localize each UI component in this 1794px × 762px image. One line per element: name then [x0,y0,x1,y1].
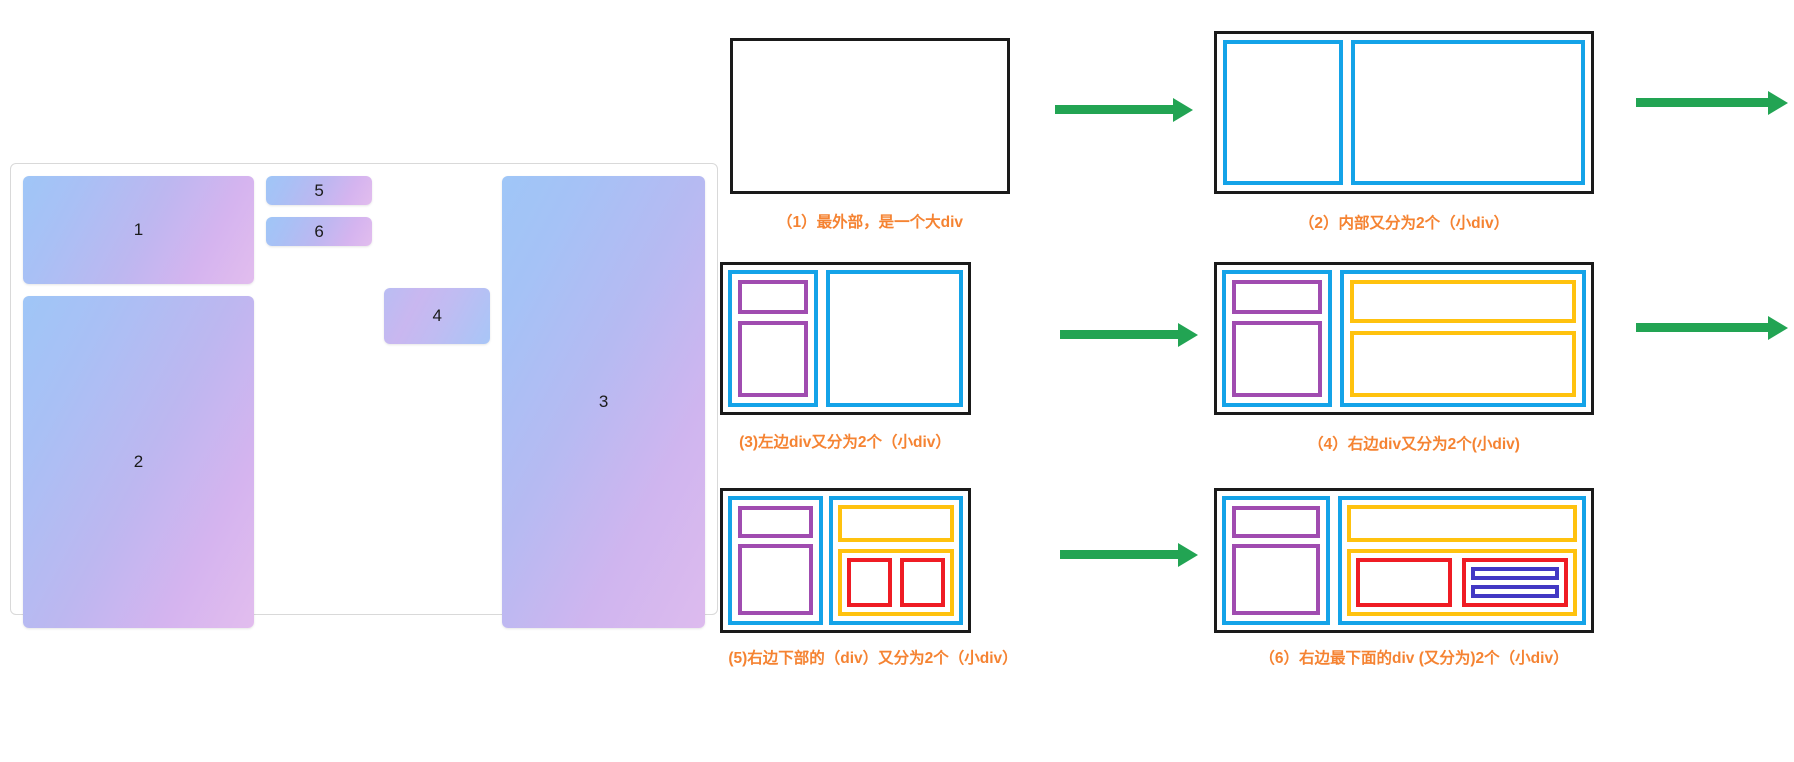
grid-cell-4-label: 4 [432,306,442,325]
grid-cell-2-label: 2 [133,452,144,471]
step-1-group: （1）最外部，是一个大div [730,38,1010,233]
step-3-caption: (3)左边div又分为2个（小div） [739,434,951,451]
grid-cell-6[interactable]: 6 [266,217,373,246]
step-4-left-child-bottom [1232,321,1322,397]
step-2-group: （2）内部又分为2个（小div） [1214,31,1594,232]
explanation-diagrams: （1）最外部，是一个大div （2）内部又分为2个（小div） [720,0,1794,762]
step-5-left-child-bottom [738,544,813,615]
grid-cell-5-label: 5 [314,180,324,200]
step-5-caption: (5)右边下部的（div）又分为2个（小div） [728,650,1018,667]
step-5-right-child-top [838,505,954,542]
grid-cell-3-label: 3 [598,392,609,411]
grid-right-stack: 5 6 [266,176,373,246]
step-3-right-div [826,270,963,407]
step-3-group: (3)左边div又分为2个（小div） [720,262,1240,472]
step-6-caption: （6）右边最下面的div (又分为)2个（小div） [1259,650,1569,667]
grid-cell-5[interactable]: 5 [266,176,373,205]
step-1-outer-div [730,38,1010,194]
step-6-bottom-child-right [1462,558,1568,607]
step-4-caption: （4）右边div又分为2个(小div) [1308,436,1520,453]
step-4-right-child-top [1350,280,1576,323]
step-3-outer-div [720,262,971,415]
step-5-left-div [728,496,823,625]
step-5-right-child-bottom [838,549,954,616]
step-6-left-div [1222,496,1330,625]
grid-layout-preview-panel: 1 2 3 4 5 6 [10,163,718,628]
step-4-outer-div [1214,262,1594,415]
step-6-group: （6）右边最下面的div (又分为)2个（小div） [1214,488,1614,688]
step-6-left-child-bottom [1232,544,1320,615]
grid-right-column: 3 4 5 6 [266,176,705,628]
step-5-bottom-child-right [900,558,945,607]
grid-cell-2[interactable]: 2 [23,296,254,628]
step-6-right-child-bottom [1347,549,1577,616]
step-4-left-child-top [1232,280,1322,314]
step-6-bottom-child-left [1356,558,1452,607]
grid-cell-4[interactable]: 4 [384,288,491,344]
step-1-caption: （1）最外部，是一个大div [776,214,964,231]
step-2-right-div [1351,40,1585,185]
step-6-left-child-top [1232,506,1320,538]
grid-cell-6-label: 6 [314,221,324,241]
step-3-left-child-bottom [738,321,808,397]
step-5-left-child-top [738,506,813,538]
step-6-outer-div [1214,488,1594,633]
step-6-nested-child-bottom [1471,585,1559,598]
grid-right-bottom-row: 4 5 6 [266,176,491,344]
step-2-caption: （2）内部又分为2个（小div） [1298,215,1510,232]
grid-cell-1[interactable]: 1 [23,176,254,284]
step-4-left-div [1222,270,1332,407]
step-6-right-child-top [1347,505,1577,542]
step-5-outer-div [720,488,971,633]
step-5-group: (5)右边下部的（div）又分为2个（小div） [720,488,1240,688]
step-4-right-div [1340,270,1586,407]
step-6-nested-child-top [1471,567,1559,580]
grid-wrap: 1 2 3 4 5 6 [23,176,705,628]
step-5-right-div [829,496,963,625]
step-2-outer-div [1214,31,1594,194]
step-4-right-child-bottom [1350,331,1576,397]
step-6-right-div [1338,496,1586,625]
step-2-left-div [1223,40,1343,185]
step-5-bottom-child-left [847,558,892,607]
grid-cell-1-label: 1 [133,220,144,239]
grid-cell-3[interactable]: 3 [502,176,705,628]
step-4-group: （4）右边div又分为2个(小div) [1214,262,1614,472]
step-3-left-div [728,270,818,407]
step-3-left-child-top [738,280,808,314]
